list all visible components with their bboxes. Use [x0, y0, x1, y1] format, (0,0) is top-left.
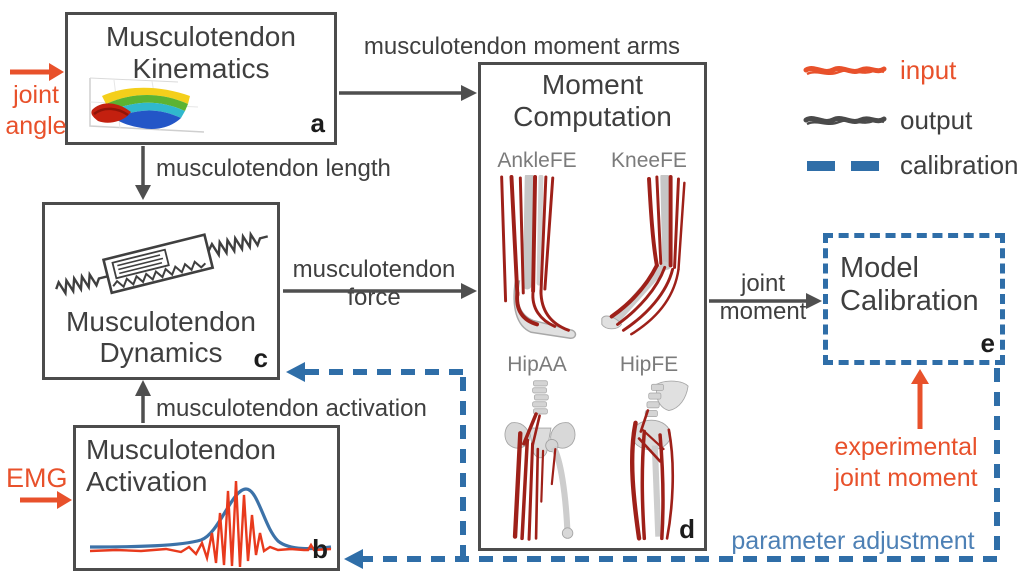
legend-label-input: input	[900, 55, 957, 85]
view-label-anklefe: AnkleFE	[497, 149, 577, 172]
box-musculotendon-activation: Musculotendon Activation b	[73, 425, 340, 571]
panel-letter-a: a	[310, 108, 325, 138]
label-emg: EMG	[6, 463, 68, 493]
box-title-calibration: Model Calibration	[840, 252, 979, 317]
label-joint-moment: joint moment	[719, 270, 807, 325]
legend-label-calibration: calibration	[900, 150, 1019, 180]
box-musculotendon-dynamics: Musculotendon Dynamics c	[42, 202, 280, 380]
box-title-dynamics: Musculotendon Dynamics	[66, 305, 256, 369]
view-label-hipfe: HipFE	[619, 353, 679, 376]
label-musculotendon-force: musculotendon force	[292, 256, 456, 311]
view-label-hipaa: HipAA	[507, 353, 567, 376]
panel-letter-d: d	[679, 514, 695, 544]
box-model-calibration: Model Calibration e	[823, 233, 1005, 365]
panel-letter-c: c	[253, 343, 268, 373]
hip-fe-figure	[629, 380, 689, 541]
box-title-moment: Moment Computation	[513, 69, 672, 132]
legend-label-output: output	[900, 105, 973, 135]
box-title-activation: Musculotendon Activation	[86, 434, 276, 497]
view-label-kneefe: KneeFE	[611, 149, 687, 172]
label-musculotendon-length: musculotendon length	[156, 155, 391, 182]
label-joint-angle: joint angle	[5, 81, 67, 140]
emg-signal-icon	[89, 480, 332, 567]
calibration-dash-swatch	[807, 160, 879, 171]
legend-row-output: output	[803, 105, 972, 136]
box-musculotendon-kinematics: Musculotendon Kinematics a	[65, 12, 337, 145]
surface-plot-icon	[89, 77, 205, 133]
box-title-kinematics: Musculotendon Kinematics	[106, 21, 296, 84]
panel-letter-b: b	[312, 534, 328, 564]
knee-fe-figure	[601, 175, 686, 336]
label-experimental-joint-moment: experimental joint moment	[834, 433, 978, 492]
label-parameter-adjustment: parameter adjustment	[731, 527, 975, 555]
legend-row-calibration: calibration	[803, 150, 1019, 181]
hill-muscle-model-icon	[55, 230, 269, 297]
ankle-fe-figure	[500, 175, 577, 339]
legend-row-input: input	[803, 55, 956, 86]
label-moment-arms: musculotendon moment arms	[363, 33, 681, 60]
panel-letter-e: e	[980, 328, 995, 358]
hip-aa-figure	[504, 380, 576, 541]
label-musculotendon-activation: musculotendon activation	[156, 395, 427, 422]
output-line-swatch	[803, 115, 887, 125]
box-moment-computation: Moment Computation AnkleFE KneeFE	[478, 62, 707, 551]
input-line-swatch	[803, 65, 887, 75]
